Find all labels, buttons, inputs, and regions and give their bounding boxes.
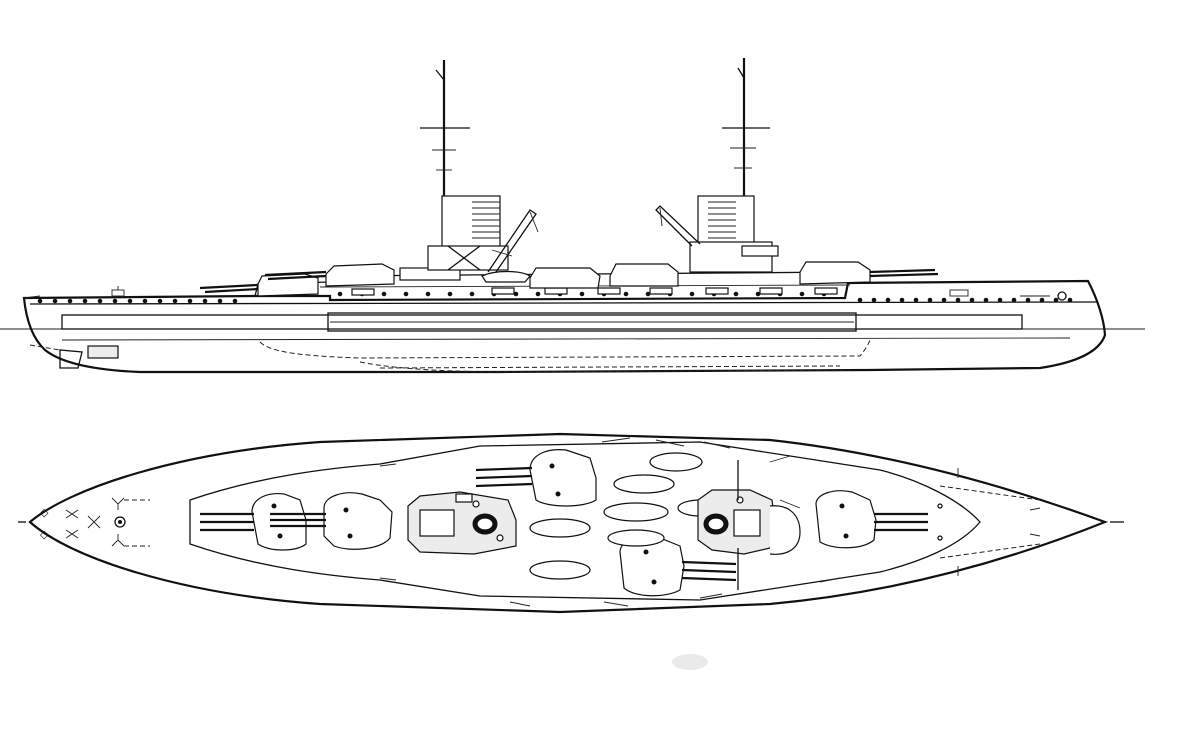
deck-turret-aft xyxy=(200,493,307,551)
turret-forward xyxy=(799,261,939,285)
porthole xyxy=(885,297,891,303)
lower-strake xyxy=(61,337,1071,341)
citadel-belt xyxy=(327,312,857,332)
porthole xyxy=(469,291,475,297)
forward-tower xyxy=(689,58,779,273)
porthole xyxy=(1025,297,1031,303)
porthole xyxy=(1039,297,1045,303)
porthole xyxy=(899,297,905,303)
porthole xyxy=(689,291,695,297)
deck-seams xyxy=(379,437,841,607)
porthole xyxy=(997,297,1003,303)
porthole xyxy=(37,298,43,304)
deck-aft-superstructure xyxy=(407,491,517,555)
stern-dash xyxy=(29,344,61,351)
deck-turret-forward xyxy=(815,490,928,549)
porthole xyxy=(127,298,133,304)
svg-text:◇: ◇ xyxy=(40,506,49,519)
porthole xyxy=(403,291,409,297)
belt-top xyxy=(29,301,1099,305)
deck-plan-hull xyxy=(28,432,1109,614)
porthole xyxy=(955,297,961,303)
forward-crane xyxy=(655,205,701,247)
porthole xyxy=(623,291,629,297)
deck-turret-aft-superfiring xyxy=(270,492,393,550)
turret-aft-superfiring xyxy=(264,263,395,287)
porthole xyxy=(381,291,387,297)
deck-plan-view: ◇ ◇ xyxy=(18,432,1124,614)
aft-tower xyxy=(420,60,509,271)
porthole xyxy=(871,297,877,303)
porthole xyxy=(425,291,431,297)
deck-plan-fore-dash xyxy=(939,485,1041,559)
porthole xyxy=(52,298,58,304)
svg-text:◇: ◇ xyxy=(40,528,49,541)
aft-crane xyxy=(487,209,539,273)
keel-dash xyxy=(359,361,851,373)
boats xyxy=(399,267,531,283)
underwater-bulge xyxy=(259,339,871,359)
porthole xyxy=(232,298,238,304)
bow-details xyxy=(949,289,1067,301)
porthole xyxy=(82,298,88,304)
porthole xyxy=(172,298,178,304)
porthole xyxy=(202,298,208,304)
porthole xyxy=(941,297,947,303)
porthole xyxy=(913,297,919,303)
stern-details xyxy=(23,286,125,299)
turret-midship-2 xyxy=(609,263,679,287)
porthole xyxy=(1067,297,1073,303)
porthole xyxy=(112,298,118,304)
porthole xyxy=(535,291,541,297)
deck-turret-midship-upper xyxy=(475,449,597,507)
porthole xyxy=(142,298,148,304)
propeller-shaft xyxy=(87,345,119,359)
porthole xyxy=(447,291,453,297)
porthole xyxy=(187,298,193,304)
porthole xyxy=(983,297,989,303)
porthole xyxy=(337,291,343,297)
porthole xyxy=(1053,297,1059,303)
casemate-guns xyxy=(351,287,838,296)
paper-smudge xyxy=(672,654,708,670)
rudder xyxy=(59,349,83,369)
porthole xyxy=(97,298,103,304)
porthole xyxy=(157,298,163,304)
stern-fittings: ◇ ◇ xyxy=(40,497,150,547)
keel-dash-2 xyxy=(379,365,841,369)
hull-outline xyxy=(22,279,1107,374)
porthole xyxy=(969,297,975,303)
porthole xyxy=(217,298,223,304)
porthole xyxy=(755,291,761,297)
deck-turret-midship-lower xyxy=(619,536,737,597)
porthole xyxy=(579,291,585,297)
deck-forward-superstructure xyxy=(697,460,801,590)
porthole-row xyxy=(37,291,1073,304)
porthole xyxy=(927,297,933,303)
porthole xyxy=(857,297,863,303)
porthole xyxy=(733,291,739,297)
porthole xyxy=(799,291,805,297)
porthole xyxy=(513,291,519,297)
deck-plan-inner-edge xyxy=(189,441,981,601)
bow-fittings xyxy=(18,468,1124,576)
turret-midship-1 xyxy=(529,267,601,289)
porthole xyxy=(645,291,651,297)
main-belt xyxy=(61,314,1023,330)
porthole xyxy=(67,298,73,304)
side-elevation-view xyxy=(0,58,1145,374)
porthole xyxy=(1011,297,1017,303)
